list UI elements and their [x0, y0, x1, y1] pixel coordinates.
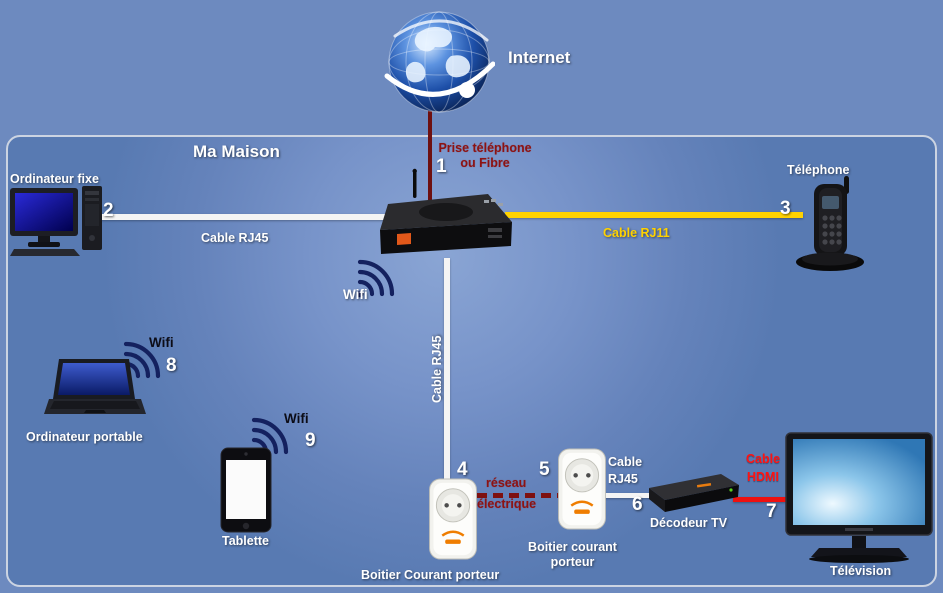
- powerline-adapter-2-label-line2: porteur: [550, 555, 595, 570]
- television-icon: [785, 432, 933, 564]
- step-9: 9: [305, 430, 316, 451]
- wifi-tablet-label: Wifi: [284, 411, 309, 426]
- cable-rj11-label: Cable RJ11: [603, 226, 670, 240]
- step-5: 5: [539, 459, 550, 480]
- cable-hdmi-line: [733, 497, 795, 502]
- step-1: 1: [436, 156, 447, 177]
- cordless-phone-icon: [792, 176, 868, 272]
- powerline-adapter-2-icon: [554, 447, 610, 531]
- cable-rj45-vertical-line: [444, 258, 450, 488]
- step-2: 2: [103, 200, 114, 221]
- prise-label-line2: ou Fibre: [460, 156, 510, 171]
- step-3: 3: [780, 198, 791, 219]
- cable-rj45-vertical-label: Cable RJ45: [430, 335, 444, 403]
- tablet-icon: [220, 447, 272, 533]
- step-4: 4: [457, 459, 468, 480]
- router-icon: [368, 168, 518, 266]
- power-network-label-line1: réseau: [486, 476, 527, 490]
- power-network-dashed-line: [477, 493, 559, 498]
- step-7: 7: [766, 501, 777, 522]
- cable-rj45-desktop-line: [95, 214, 387, 220]
- telephone-label: Téléphone: [787, 163, 850, 177]
- internet-globe-icon: [383, 6, 495, 118]
- desktop-label: Ordinateur fixe: [10, 172, 99, 186]
- tablet-label: Tablette: [222, 534, 269, 548]
- cable-hdmi-label-line1: Cable: [746, 452, 781, 466]
- internet-label: Internet: [508, 48, 571, 67]
- cable-rj11-line: [505, 212, 803, 218]
- cable-hdmi-label-line2: HDMI: [747, 470, 779, 484]
- step-6: 6: [632, 494, 643, 515]
- desktop-computer-icon: [10, 186, 102, 258]
- fiber-phone-line: [428, 106, 432, 204]
- step-8: 8: [166, 355, 177, 376]
- wifi-router-icon: [350, 246, 406, 302]
- laptop-icon: [44, 358, 146, 428]
- cable-rj45-cpl-label-line1: Cable: [608, 455, 643, 469]
- wifi-laptop-label: Wifi: [149, 335, 174, 350]
- powerline-adapter-2-label: Boitier courant porteur: [505, 540, 640, 571]
- powerline-adapter-1-icon: [425, 477, 481, 561]
- laptop-label: Ordinateur portable: [26, 430, 143, 444]
- powerline-adapter-1-label: Boitier Courant porteur: [361, 568, 500, 582]
- cable-rj45-cpl-label-line2: RJ45: [608, 472, 638, 486]
- television-label: Télévision: [830, 564, 892, 578]
- house-title: Ma Maison: [193, 142, 280, 161]
- tv-decoder-icon: [641, 470, 745, 518]
- cable-rj45-cpl-line: [602, 493, 654, 498]
- power-network-label-line2: électrique: [477, 497, 537, 511]
- wifi-router-label: Wifi: [343, 287, 368, 302]
- prise-label: Prise téléphone ou Fibre: [427, 141, 543, 172]
- tv-decoder-label: Décodeur TV: [650, 516, 728, 530]
- prise-label-line1: Prise téléphone: [438, 141, 532, 155]
- powerline-adapter-2-label-line1: Boitier courant: [528, 540, 617, 554]
- cable-rj45-desktop-label: Cable RJ45: [201, 231, 269, 245]
